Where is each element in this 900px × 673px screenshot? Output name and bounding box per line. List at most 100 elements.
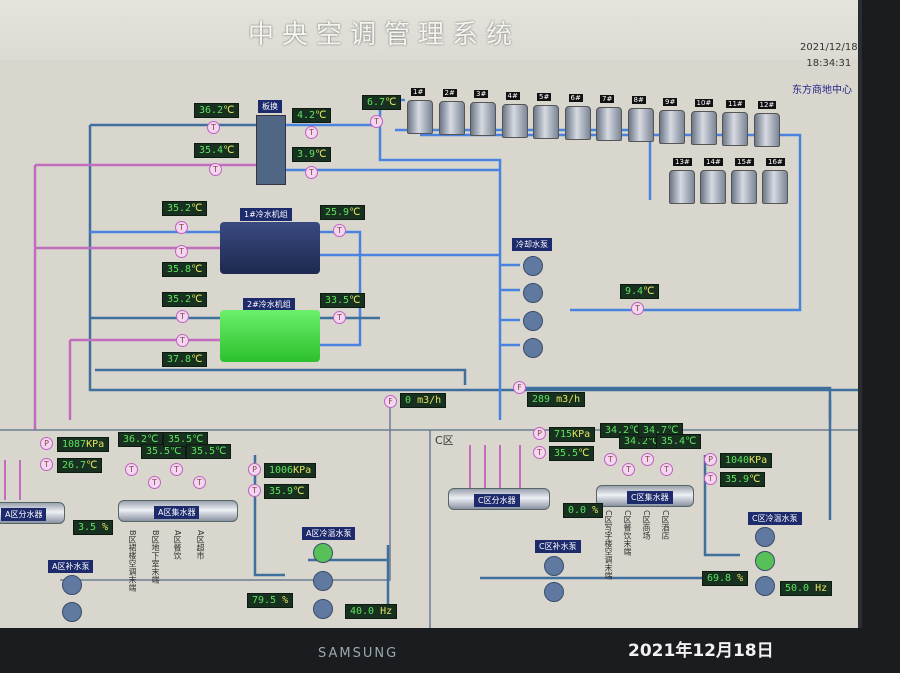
- zone-c-makeup-pump[interactable]: [544, 582, 564, 602]
- cooling-tower[interactable]: 10#: [690, 98, 717, 145]
- temp-sensor-icon[interactable]: T: [370, 115, 383, 128]
- zone-c-branch-temp: 35.4℃: [656, 434, 702, 449]
- chiller1-label: 1#冷水机组: [240, 208, 292, 221]
- zone-c-branch-label: C区餐饮末端: [623, 510, 632, 556]
- chiller-2[interactable]: [220, 310, 320, 362]
- cooling-tower[interactable]: 15#: [731, 158, 757, 204]
- pipe: [33, 163, 260, 430]
- tower-number: 4#: [505, 91, 520, 100]
- temp-sensor-icon[interactable]: T: [207, 121, 220, 134]
- zone-a-collector[interactable]: A区集水器: [118, 500, 238, 522]
- tower-number: 12#: [757, 101, 777, 110]
- zone-a-distributor[interactable]: A区分水器: [0, 502, 65, 524]
- cooling-tower[interactable]: 9#: [659, 97, 685, 144]
- zone-c-frequency: 50.0 Hz: [780, 581, 833, 596]
- zone-c-circ-pump[interactable]: [755, 551, 775, 571]
- chiller2-temp-cond: 33.5℃: [320, 293, 366, 308]
- temp-sensor-icon[interactable]: T: [148, 476, 161, 489]
- cooling-tower[interactable]: 7#: [596, 95, 622, 142]
- temp-sensor-icon[interactable]: T: [193, 476, 206, 489]
- zone-a-makeup-pump[interactable]: [62, 575, 82, 595]
- flow-sensor-icon[interactable]: F: [384, 395, 397, 408]
- cooling-tower[interactable]: 13#: [669, 158, 695, 204]
- zone-c-distributor[interactable]: C区分水器: [448, 488, 550, 510]
- zone-a-branch-temp: 35.5℃: [163, 432, 209, 447]
- zone-c-branch-label: C区酒店: [661, 510, 670, 540]
- cooling-pump-1[interactable]: [523, 256, 543, 276]
- zone-a-branch-label: A区超市: [196, 530, 205, 560]
- zone-c-supply-temp: 35.5℃: [549, 446, 595, 461]
- temp-sensor-icon[interactable]: T: [333, 311, 346, 324]
- date: 2021/12/18: [800, 42, 858, 53]
- cooling-tower[interactable]: 12#: [753, 101, 780, 148]
- tower-number: 6#: [568, 94, 583, 102]
- tower-number: 9#: [663, 97, 678, 106]
- tower-number: 3#: [474, 90, 489, 99]
- temp-sensor-icon[interactable]: T: [40, 458, 53, 471]
- chiller-1[interactable]: [220, 222, 320, 274]
- cooling-tower[interactable]: 8#: [627, 96, 654, 143]
- cooling-tower[interactable]: 5#: [533, 92, 559, 139]
- zone-c-circ-pump[interactable]: [755, 527, 775, 547]
- cooling-tower[interactable]: 1#: [407, 88, 433, 134]
- chiller1-temp-out: 35.8℃: [162, 262, 208, 277]
- zone-a-circ-pump[interactable]: [313, 599, 333, 619]
- temp-sensor-icon[interactable]: T: [170, 463, 183, 476]
- temp-sensor-icon[interactable]: T: [209, 163, 222, 176]
- flow-sensor-icon[interactable]: F: [513, 381, 526, 394]
- zone-c-distributor-label: C区分水器: [474, 494, 520, 507]
- pressure-sensor-icon[interactable]: P: [533, 427, 546, 440]
- chiller2-label: 2#冷水机组: [243, 298, 295, 311]
- temp-sensor-icon[interactable]: T: [604, 453, 617, 466]
- temp-sensor-icon[interactable]: T: [622, 463, 635, 476]
- cooling-tower[interactable]: 6#: [564, 94, 591, 140]
- zone-a-return-temp: 35.9℃: [264, 484, 310, 499]
- temp-sensor-icon[interactable]: T: [176, 334, 189, 347]
- temp-sensor-icon[interactable]: T: [533, 446, 546, 459]
- temp-sensor-icon[interactable]: T: [641, 453, 654, 466]
- zone-a-makeup-pump[interactable]: [62, 602, 82, 622]
- temp-sensor-icon[interactable]: T: [175, 221, 188, 234]
- cooling-pump-2[interactable]: [523, 283, 543, 303]
- zone-a-supply-pressure: 1087KPa: [57, 437, 110, 452]
- zone-a-frequency: 40.0 Hz: [345, 604, 398, 619]
- pressure-sensor-icon[interactable]: P: [704, 453, 717, 466]
- plate-exchanger[interactable]: [256, 115, 286, 185]
- temp-sensor-icon[interactable]: T: [333, 224, 346, 237]
- temp-sensor-icon[interactable]: T: [176, 310, 189, 323]
- pressure-sensor-icon[interactable]: P: [248, 463, 261, 476]
- tower-number: 16#: [766, 158, 785, 166]
- tower-supply-temp: 6.7℃: [362, 95, 402, 110]
- chiller2-temp-out: 37.8℃: [162, 352, 208, 367]
- pressure-sensor-icon[interactable]: P: [40, 437, 53, 450]
- temp-sensor-icon[interactable]: T: [305, 166, 318, 179]
- site-name: 东方商地中心: [792, 85, 852, 96]
- zone-c-collector[interactable]: C区集水器: [596, 485, 694, 507]
- temp-sensor-icon[interactable]: T: [125, 463, 138, 476]
- temp-sensor-icon[interactable]: T: [704, 472, 717, 485]
- cooling-tower[interactable]: 3#: [470, 90, 496, 137]
- cooling-tower[interactable]: 4#: [501, 91, 528, 138]
- temp-sensor-icon[interactable]: T: [660, 463, 673, 476]
- zone-a-pump-valve: 79.5 %: [247, 593, 294, 608]
- zone-a-circ-pump[interactable]: [313, 571, 333, 591]
- pipe: [480, 400, 832, 580]
- temp-sensor-icon[interactable]: T: [248, 484, 261, 497]
- temp-sensor-icon[interactable]: T: [175, 245, 188, 258]
- zone-c-makeup-pumps-label: C区补水泵: [535, 540, 581, 553]
- cooling-tower[interactable]: 11#: [722, 100, 748, 146]
- temp-sensor-icon[interactable]: T: [305, 126, 318, 139]
- zone-c-circ-pump[interactable]: [755, 576, 775, 596]
- zone-c-collector-label: C区集水器: [627, 491, 673, 504]
- zone-a-circ-pump[interactable]: [313, 543, 333, 563]
- temp-sensor-icon[interactable]: T: [631, 302, 644, 315]
- cooling-tower[interactable]: 16#: [762, 158, 788, 204]
- cooling-pump-3[interactable]: [523, 311, 543, 331]
- cooling-pump-4[interactable]: [523, 338, 543, 358]
- cooling-tower[interactable]: 2#: [438, 89, 465, 136]
- zone-c-makeup-pump[interactable]: [544, 556, 564, 576]
- exchanger-temp-3: 4.2℃: [292, 108, 332, 123]
- cooling-tower[interactable]: 14#: [700, 158, 726, 204]
